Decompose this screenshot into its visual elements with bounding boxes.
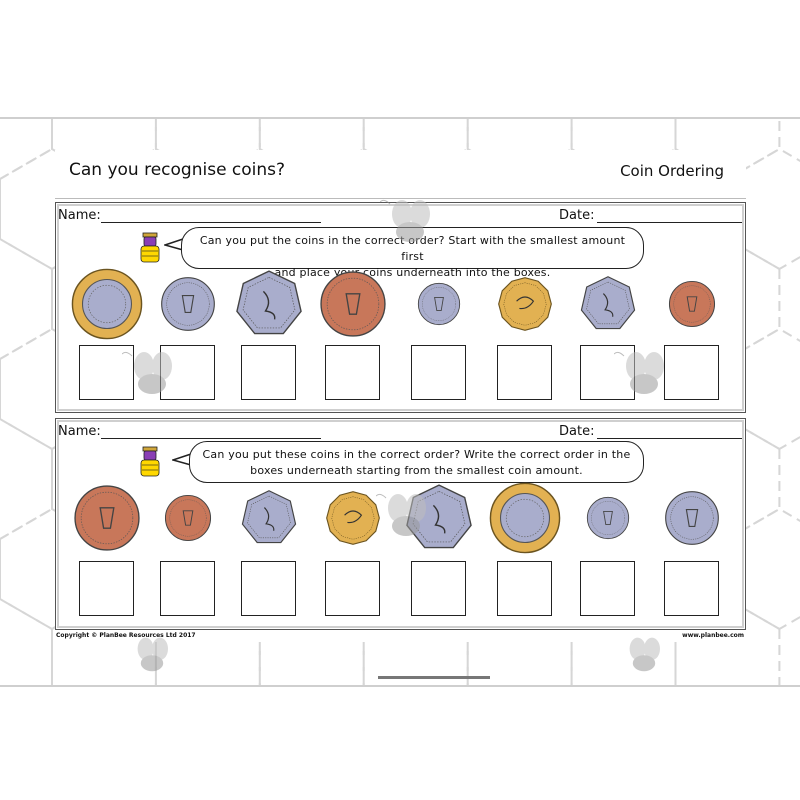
one-penny-coin-icon	[164, 494, 212, 542]
coin-ordering-panel-2: Name: Date: Can you put these coins in t…	[55, 418, 746, 630]
date-label: Date:	[559, 424, 595, 439]
bee-watermark-icon	[629, 637, 660, 672]
one-pound-coin-icon	[498, 277, 552, 331]
copyright-text: Copyright © PlanBee Resources Ltd 2017	[56, 632, 196, 639]
speech-bubble-tail	[172, 453, 192, 466]
worksheet-header: Can you recognise coins? Coin Ordering	[55, 150, 746, 199]
fifty-pence-coin-icon	[236, 270, 302, 335]
name-label: Name:	[58, 208, 101, 223]
answer-box[interactable]	[664, 561, 719, 616]
coin-jar-icon	[140, 232, 160, 263]
bee-watermark-icon	[614, 351, 664, 394]
answer-box[interactable]	[664, 345, 719, 400]
two-pound-coin-icon	[71, 268, 143, 340]
five-pence-coin-icon	[586, 496, 630, 540]
two-pound-coin-icon	[489, 482, 561, 554]
speech-bubble-tail	[164, 238, 184, 251]
two-pence-coin-icon	[74, 485, 140, 551]
date-line	[597, 438, 742, 439]
ten-pence-coin-icon	[665, 491, 719, 545]
answer-box[interactable]	[411, 345, 466, 400]
answer-box[interactable]	[241, 561, 296, 616]
answer-box[interactable]	[79, 345, 134, 400]
date-label: Date:	[559, 208, 595, 223]
answer-box[interactable]	[411, 561, 466, 616]
answer-box[interactable]	[497, 561, 552, 616]
website-text: www.planbee.com	[682, 632, 744, 639]
answer-box[interactable]	[241, 345, 296, 400]
answer-box[interactable]	[325, 345, 380, 400]
answer-box[interactable]	[160, 561, 215, 616]
bee-watermark-icon	[380, 199, 430, 242]
ten-pence-coin-icon	[161, 277, 215, 331]
answer-box[interactable]	[325, 561, 380, 616]
answer-box[interactable]	[497, 345, 552, 400]
bee-watermark-icon	[376, 493, 426, 536]
twenty-pence-coin-icon	[580, 276, 636, 330]
bee-watermark-icon	[137, 637, 168, 672]
answer-box[interactable]	[580, 561, 635, 616]
bee-watermark-icon	[122, 351, 172, 394]
one-penny-coin-icon	[668, 280, 716, 328]
name-line	[101, 438, 321, 439]
five-pence-coin-icon	[417, 282, 461, 326]
answer-box[interactable]	[79, 561, 134, 616]
instruction-bubble: Can you put these coins in the correct o…	[189, 441, 644, 483]
instruction-line-2: boxes underneath starting from the small…	[250, 464, 583, 477]
twenty-pence-coin-icon	[241, 490, 297, 544]
name-label: Name:	[58, 424, 101, 439]
page-subtitle: Coin Ordering	[620, 162, 724, 180]
name-line	[101, 222, 321, 223]
bottom-scroll-indicator	[378, 676, 490, 679]
instruction-line-1: Can you put these coins in the correct o…	[202, 448, 631, 461]
page-title: Can you recognise coins?	[69, 160, 286, 180]
one-pound-coin-icon	[326, 491, 380, 545]
date-line	[597, 222, 742, 223]
two-pence-coin-icon	[320, 271, 386, 337]
coin-jar-icon	[140, 446, 160, 477]
